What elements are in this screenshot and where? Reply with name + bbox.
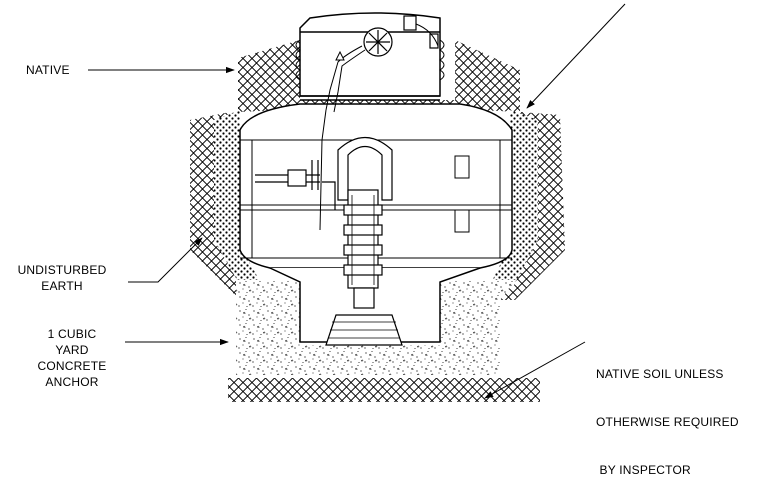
electrical-connector [363,15,439,57]
label-undisturbed-earth: UNDISTURBED EARTH [16,262,108,294]
native-soil-top [238,40,520,112]
label-native-soil-line-1: NATIVE SOIL UNLESS [596,367,724,381]
gravel-right [490,110,538,285]
lid-housing [299,12,441,101]
native-soil-bottom [228,378,540,402]
tank-body [239,103,513,343]
label-concrete-line-4: ANCHOR [45,375,99,389]
label-native-soil: NATIVE SOIL UNLESS OTHERWISE REQUIRED BY… [596,334,776,494]
label-concrete-anchor: 1 CUBIC YARD CONCRETE ANCHOR [26,326,118,390]
label-concrete-line-2: YARD [55,343,89,357]
gravel-left [214,110,262,285]
diagram-drawing [88,3,626,402]
grinder-pump-installation-diagram [88,3,626,402]
label-native-soil-line-3: BY INSPECTOR [596,463,691,477]
label-native-soil-line-2: OTHERWISE REQUIRED [596,415,739,429]
label-undisturbed-line-2: EARTH [41,279,83,293]
label-concrete-line-3: CONCRETE [37,359,107,373]
label-undisturbed-line-1: UNDISTURBED [17,263,107,277]
concrete-anchor [236,280,516,375]
label-concrete-line-1: 1 CUBIC [47,327,97,341]
label-native: NATIVE [26,63,70,77]
leader-lines [88,3,626,399]
